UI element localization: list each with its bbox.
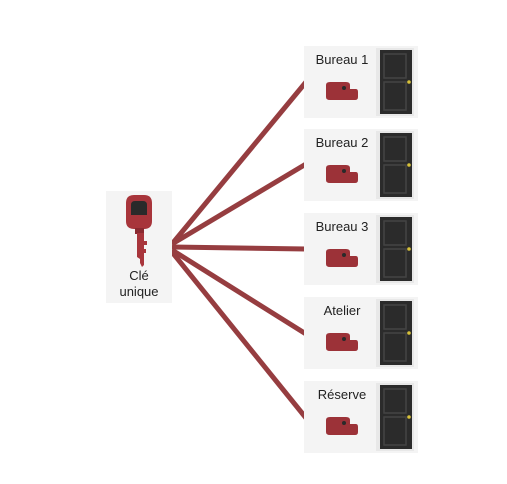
room-card-1: Bureau 1 bbox=[304, 46, 418, 118]
door-icon bbox=[376, 383, 414, 451]
lock-cylinder-icon bbox=[326, 417, 358, 435]
lock-cylinder-icon bbox=[326, 249, 358, 267]
room-label: Bureau 1 bbox=[315, 52, 369, 67]
room-card-3: Bureau 3 bbox=[304, 213, 418, 285]
connector-line-1 bbox=[170, 80, 308, 246]
room-label: Atelier bbox=[323, 303, 361, 318]
room-label: Réserve bbox=[317, 387, 367, 402]
room-card-2: Bureau 2 bbox=[304, 129, 418, 201]
lock-cylinder-icon bbox=[326, 165, 358, 183]
connector-line-5 bbox=[170, 250, 308, 420]
connector-line-4 bbox=[170, 247, 308, 337]
door-icon bbox=[376, 48, 414, 116]
door-icon bbox=[376, 215, 414, 283]
master-key-card: Clé unique bbox=[106, 191, 172, 303]
room-card-4: Atelier bbox=[304, 297, 418, 369]
lock-cylinder-icon bbox=[326, 333, 358, 351]
door-icon bbox=[376, 299, 414, 367]
lock-cylinder-icon bbox=[326, 82, 358, 100]
connector-line-2 bbox=[170, 161, 308, 247]
connector-line-3 bbox=[171, 244, 307, 252]
key-label-line-2: unique bbox=[119, 284, 159, 299]
room-label: Bureau 3 bbox=[315, 219, 369, 234]
room-card-5: Réserve bbox=[304, 381, 418, 453]
door-icon bbox=[376, 131, 414, 199]
key-icon bbox=[126, 195, 152, 267]
key-label-line-1: Clé bbox=[129, 268, 149, 283]
key-label: Clé unique bbox=[106, 268, 172, 300]
room-label: Bureau 2 bbox=[315, 135, 369, 150]
